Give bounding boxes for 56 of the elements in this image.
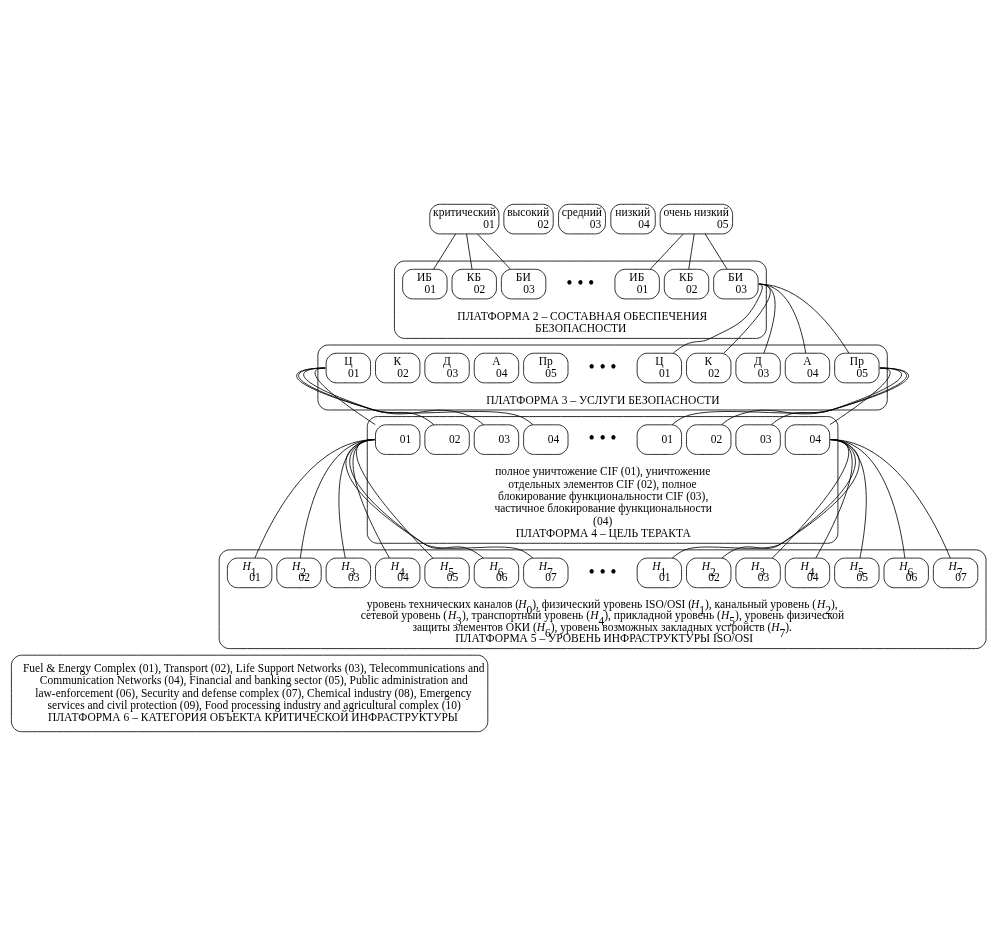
connector (314, 367, 376, 425)
node-box: БИ 03 (713, 268, 759, 299)
node-box: низкий 04 (610, 203, 656, 234)
node-box: Ц 01 (325, 352, 371, 383)
connector (349, 438, 484, 558)
connector (649, 233, 684, 270)
connector (770, 367, 902, 425)
node-box: 04 (784, 423, 831, 455)
connector (345, 438, 534, 558)
connector (433, 233, 456, 270)
connector (721, 367, 907, 425)
node-box: критический 01 (429, 203, 500, 234)
connector (356, 438, 434, 558)
node-box: КБ 02 (663, 268, 710, 299)
node-box: 01 (375, 423, 421, 455)
node-box: КБ 02 (451, 268, 497, 299)
connector (829, 367, 891, 425)
node-box: Ц 01 (636, 352, 682, 383)
node-box: ИБ 01 (614, 268, 660, 299)
label: • • • (588, 427, 617, 448)
node-box: 02 (686, 423, 732, 455)
connector (477, 233, 511, 270)
node-box: А 04 (473, 352, 520, 383)
connector (758, 283, 850, 354)
connector (303, 367, 435, 425)
label: • • • (588, 356, 617, 377)
label: • • • (566, 272, 595, 293)
connector (830, 438, 867, 558)
connector (672, 283, 763, 353)
node-box: Пр 05 (834, 352, 880, 383)
node-box: ИБ 01 (402, 268, 448, 299)
node-box: 04 (523, 423, 569, 455)
node-box: БИ 03 (500, 268, 547, 299)
node-box: Пр 05 (523, 352, 569, 383)
connector (298, 367, 484, 425)
node-box: А 04 (784, 352, 831, 383)
connector (830, 438, 906, 558)
node-box: очень низкий 05 (659, 203, 733, 234)
connector (671, 367, 909, 425)
connector (704, 233, 728, 270)
node-box: Fuel & Energy Complex (01), Transport (02), Life Support Networks (03), Telecommunications and Communication Networks (04), Financial and banking sector (05), Public administration and law-enforcement (06), Security and defense complex (07), Chemical industry (08), Emergency services and civil protection (09), Food processing industry and agricultural complex (10) ПЛАТФОРМА 6 – КАТЕГОРИЯ ОБЪЕКТА КРИТИЧЕСКОЙ ИНФРАСТРУКТУРЫ (11, 654, 489, 732)
node-box: 03 (473, 423, 520, 455)
node-box: высокий 02 (503, 203, 554, 234)
node-box: 01 (636, 423, 682, 455)
connector (296, 367, 534, 425)
node-box: Д 03 (735, 352, 781, 383)
connector (830, 438, 951, 558)
node-box: средний 03 (558, 203, 606, 234)
connector (466, 233, 473, 270)
node-box: Д 03 (424, 352, 470, 383)
node-box: К 02 (686, 352, 732, 383)
node-box: 03 (735, 423, 781, 455)
connector (688, 233, 695, 270)
label: • • • (588, 561, 617, 582)
node-box: 02 (424, 423, 470, 455)
node-box: К 02 (375, 352, 421, 383)
